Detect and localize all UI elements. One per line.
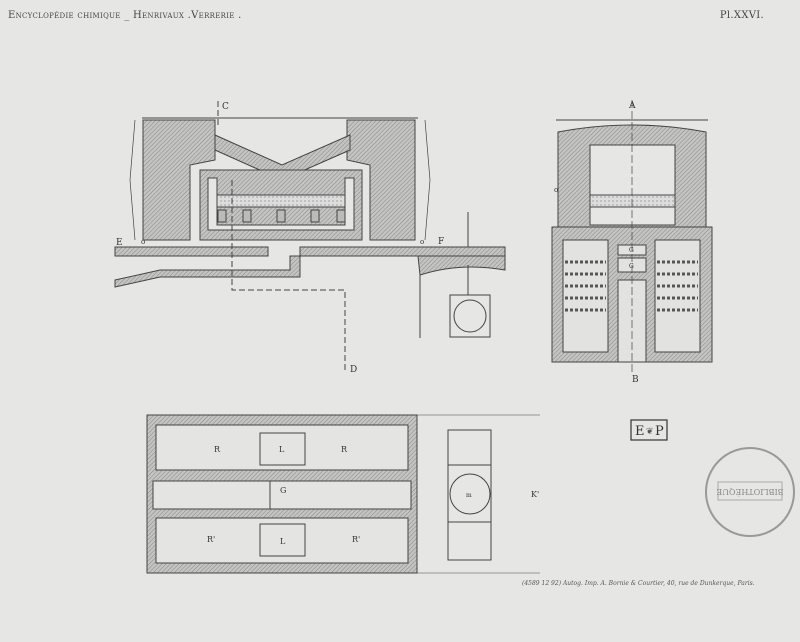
svg-text:o: o xyxy=(141,238,145,246)
svg-text:R': R' xyxy=(207,535,215,544)
svg-text:C: C xyxy=(222,102,229,112)
section-labels: C D E F o o xyxy=(116,102,444,375)
cross-section xyxy=(551,100,713,375)
plate-number: Pl.XXVI. xyxy=(719,10,764,21)
svg-text:K': K' xyxy=(531,490,539,499)
svg-text:R: R xyxy=(214,445,221,454)
svg-text:G: G xyxy=(280,486,286,495)
printer-credit: (4589 12 92) Autog. Imp. A. Bornie & Cou… xyxy=(522,580,755,587)
svg-text:E: E xyxy=(635,424,645,439)
svg-text:D: D xyxy=(350,365,357,375)
library-seal: BIBLIOTHÈQUE xyxy=(705,447,795,537)
svg-text:G: G xyxy=(629,263,634,270)
svg-text:A: A xyxy=(628,101,636,111)
svg-text:L: L xyxy=(279,445,285,454)
svg-text:F: F xyxy=(438,237,444,247)
svg-text:G: G xyxy=(629,247,634,254)
svg-text:❦: ❦ xyxy=(646,427,654,437)
svg-text:R': R' xyxy=(352,535,360,544)
svg-text:m: m xyxy=(466,492,472,499)
svg-text:R: R xyxy=(341,445,348,454)
svg-text:BIBLIOTHÈQUE: BIBLIOTHÈQUE xyxy=(716,487,783,496)
longitudinal-section xyxy=(114,101,506,370)
svg-text:E: E xyxy=(116,238,123,248)
svg-text:B: B xyxy=(632,375,639,385)
svg-text:o: o xyxy=(420,238,424,246)
plate-title: Encyclopédie chimique _ Henrivaux .Verre… xyxy=(8,10,242,21)
svg-text:o: o xyxy=(554,186,558,194)
svg-text:L: L xyxy=(280,537,286,546)
plan-view xyxy=(146,414,540,574)
svg-text:P: P xyxy=(655,424,664,439)
